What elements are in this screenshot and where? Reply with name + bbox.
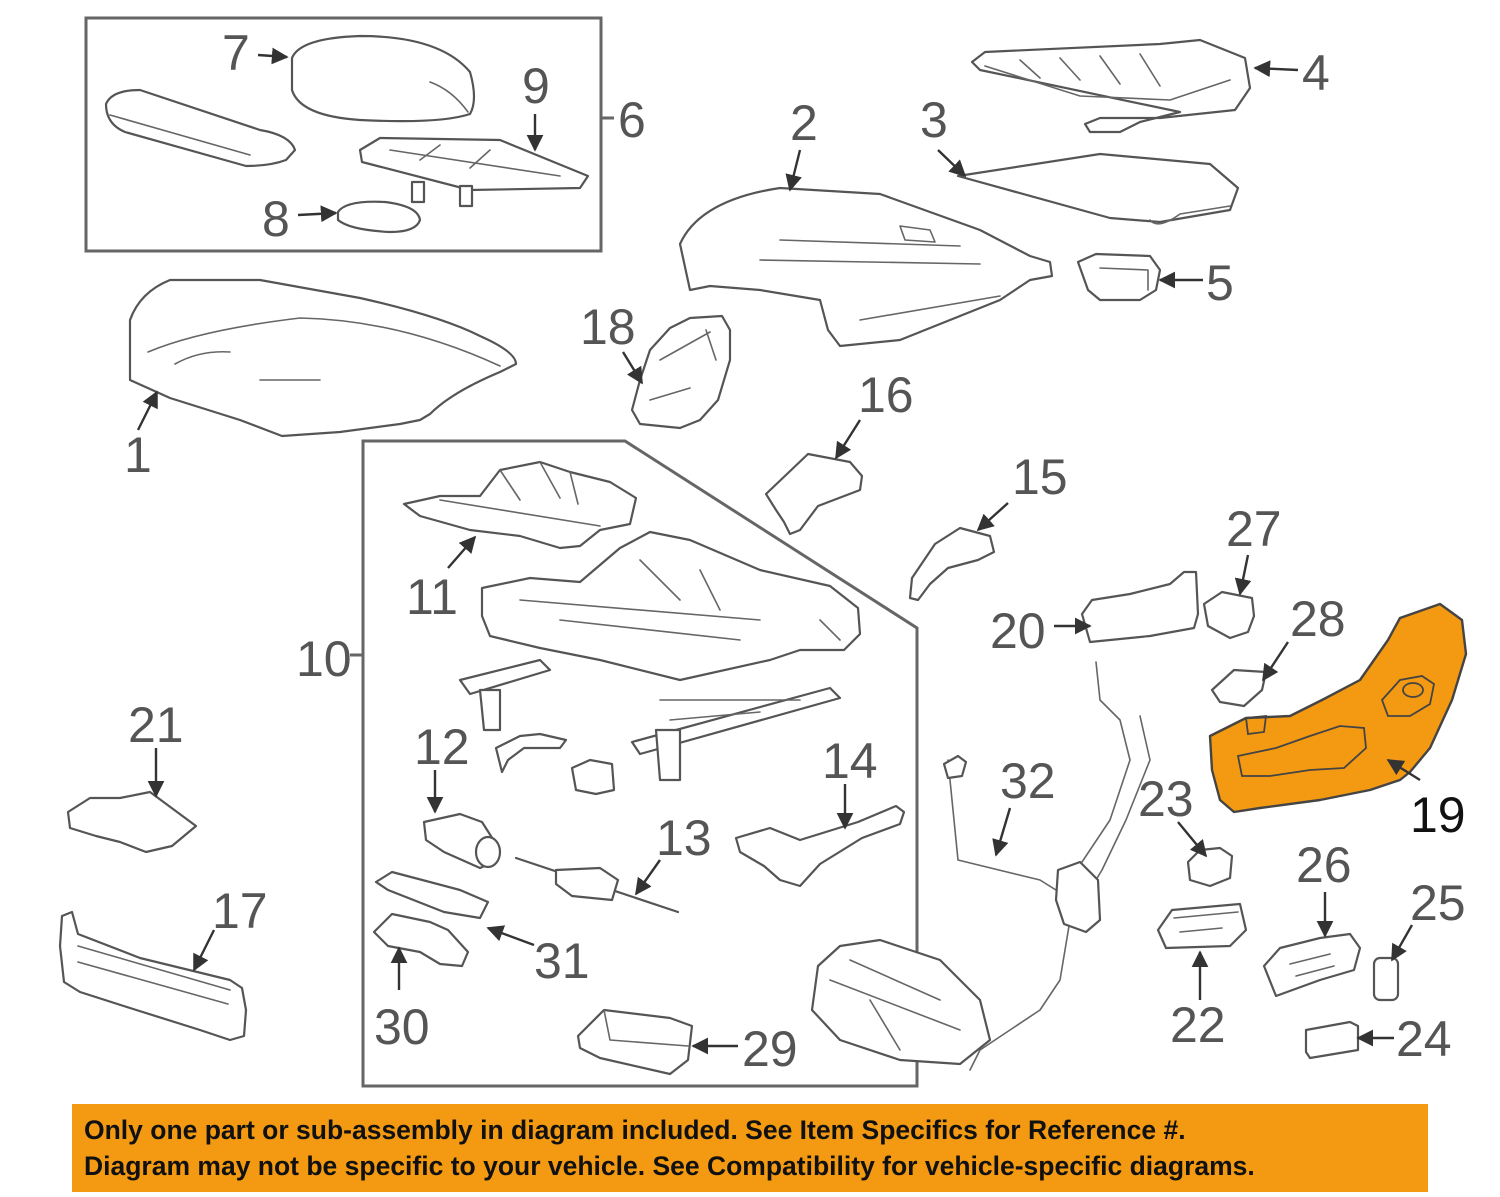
callout-6: 6 xyxy=(618,92,646,148)
callout-16: 16 xyxy=(858,367,914,423)
part-15-bracket xyxy=(908,526,996,602)
callout-25: 25 xyxy=(1410,875,1466,931)
callout-17: 17 xyxy=(212,883,268,939)
callout-2: 2 xyxy=(790,95,818,151)
part-17-trim-panel xyxy=(58,910,248,1042)
callout-31: 31 xyxy=(534,933,590,989)
callout-1: 1 xyxy=(124,427,152,483)
callout-7: 7 xyxy=(222,25,250,81)
callout-11: 11 xyxy=(406,569,458,625)
callout-27: 27 xyxy=(1226,501,1282,557)
callout-30: 30 xyxy=(374,999,430,1055)
callout-14: 14 xyxy=(822,733,878,789)
callout-19: 19 xyxy=(1410,787,1466,843)
disclaimer-banner: Only one part or sub-assembly in diagram… xyxy=(72,1104,1428,1192)
callout-23: 23 xyxy=(1138,771,1194,827)
part-10-clips xyxy=(494,732,616,796)
callout-22: 22 xyxy=(1170,997,1226,1053)
callout-26: 26 xyxy=(1296,837,1352,893)
part-9-armrest-base xyxy=(358,136,590,208)
part-21-cover xyxy=(66,790,198,854)
seat-parts-diagram: 1 2 3 4 5 6 7 8 9 10 11 12 13 14 15 16 1… xyxy=(58,16,1468,1088)
callout-5: 5 xyxy=(1206,255,1234,311)
callout-18: 18 xyxy=(580,299,636,355)
part-16-bracket xyxy=(764,452,864,536)
part-12-motor xyxy=(422,812,502,870)
part-28-knob xyxy=(1210,668,1268,708)
part-14-motor-track xyxy=(734,804,906,888)
callout-29: 29 xyxy=(742,1021,798,1077)
part-5-module xyxy=(1076,252,1162,302)
part-30-bracket xyxy=(372,912,470,968)
callout-3: 3 xyxy=(920,92,948,148)
part-18-bracket xyxy=(630,314,732,430)
part-27-switch-knob xyxy=(1202,590,1256,640)
part-10-frame-assembly xyxy=(458,530,862,782)
part-29-control-module xyxy=(576,1008,694,1076)
callout-8: 8 xyxy=(262,191,290,247)
part-6-armrest-cover xyxy=(104,88,297,168)
part-26-switch-bezel xyxy=(1262,932,1362,998)
part-23-clip xyxy=(1186,846,1234,888)
callout-28: 28 xyxy=(1290,591,1346,647)
callout-24: 24 xyxy=(1396,1011,1452,1067)
part-11-frame-upper xyxy=(402,460,638,550)
callout-12: 12 xyxy=(414,719,470,775)
part-13-drive-cable xyxy=(514,856,680,914)
part-4-seat-pan xyxy=(970,38,1252,134)
part-24-knob xyxy=(1304,1020,1360,1060)
part-7-armrest-pad xyxy=(290,34,476,123)
part-1-cushion-cover xyxy=(128,278,518,438)
part-22-switch xyxy=(1156,902,1248,950)
callout-10: 10 xyxy=(296,631,352,687)
part-20-bracket xyxy=(1080,570,1200,644)
callout-32: 32 xyxy=(1000,753,1056,809)
disclaimer-line-1: Only one part or sub-assembly in diagram… xyxy=(84,1115,1186,1145)
group-box-10 xyxy=(361,439,919,1088)
callout-4: 4 xyxy=(1302,45,1330,101)
disclaimer-line-2: Diagram may not be specific to your vehi… xyxy=(84,1151,1255,1181)
part-8-latch xyxy=(336,200,422,234)
part-2-cushion-frame xyxy=(678,186,1054,348)
leader-arrows xyxy=(136,47,1421,1055)
callout-20: 20 xyxy=(990,603,1046,659)
part-3-heater-mat xyxy=(956,152,1240,225)
part-32-wiring-harness xyxy=(810,661,1151,1071)
group-box-6 xyxy=(84,16,603,253)
part-31-bracket xyxy=(374,870,490,920)
callout-21: 21 xyxy=(128,697,184,753)
callout-13: 13 xyxy=(656,810,712,866)
callout-labels: 1 2 3 4 5 6 7 8 9 10 11 12 13 14 15 16 1… xyxy=(124,25,1466,1077)
part-25-knob xyxy=(1372,956,1400,1002)
callout-15: 15 xyxy=(1012,449,1068,505)
callout-9: 9 xyxy=(522,58,550,114)
